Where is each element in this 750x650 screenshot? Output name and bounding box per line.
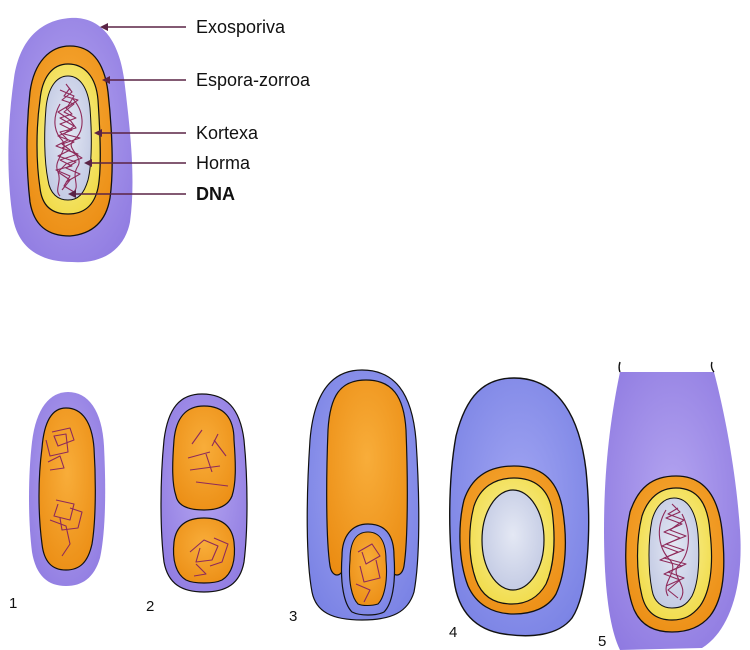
stage-4-number: 4	[449, 624, 457, 641]
stage-5-broken-wall-left	[619, 362, 620, 372]
stage-4-core	[482, 490, 544, 590]
stage-5-broken-wall-right	[711, 362, 714, 372]
label-exosporium: Exosporiva	[196, 17, 286, 37]
stage-4: 4	[449, 378, 589, 641]
stage-1-cytoplasm	[39, 408, 95, 570]
stage-3: 3	[289, 370, 419, 625]
stage-2: 2	[146, 394, 247, 615]
label-spore-coat: Espora-zorroa	[196, 70, 311, 90]
stage-2-number: 2	[146, 598, 154, 615]
stage-1-number: 1	[9, 595, 17, 612]
label-dna: DNA	[196, 184, 235, 204]
stage-5-number: 5	[598, 633, 606, 650]
stage-1: 1	[9, 392, 105, 612]
labeled-spore: Exosporiva Espora-zorroa Kortexa Horma D…	[8, 17, 311, 262]
label-core: Horma	[196, 153, 251, 173]
stage-2-mother-compartment	[173, 406, 236, 510]
stage-5: 5	[598, 362, 741, 650]
label-cortex: Kortexa	[196, 123, 259, 143]
stage-3-number: 3	[289, 608, 297, 625]
